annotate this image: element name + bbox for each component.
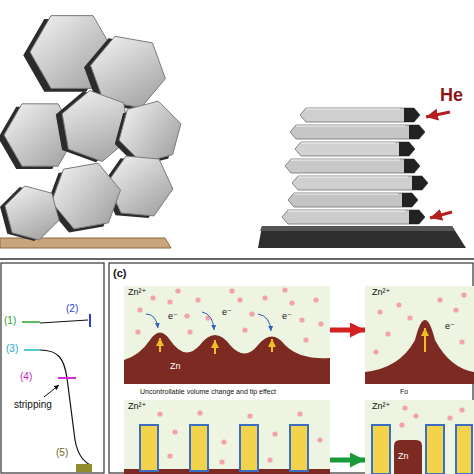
ion-label: Zn²⁺ <box>372 402 390 411</box>
electron-label: e⁻ <box>282 312 292 321</box>
callout-number: (5) <box>56 448 68 458</box>
panel-letter: (c) <box>113 268 126 279</box>
process-arrow <box>330 328 365 333</box>
callout-number: (4) <box>20 372 32 382</box>
subpanel: Zn²⁺ <box>124 400 330 474</box>
process-label: stripping <box>14 400 52 410</box>
subpanel: Zn²⁺ e⁻ Fo <box>365 286 474 398</box>
electron-label: e⁻ <box>168 312 178 321</box>
panel-caption: Uncontrollable volume change and tip eff… <box>140 388 276 395</box>
subpanel: Zn²⁺ Zn <box>365 400 474 474</box>
heading-fragment: He <box>440 86 463 104</box>
electron-label: e⁻ <box>222 308 232 317</box>
process-arrow <box>330 458 365 463</box>
metal-label: Zn <box>398 452 409 461</box>
callout-number: (3) <box>6 344 18 354</box>
metal-label: Zn <box>170 362 181 371</box>
subpanel: Zn²⁺ e⁻ e⁻ e⁻ ZnUncontrollable volume change… <box>124 286 330 398</box>
callout-number: (1) <box>4 316 16 326</box>
ion-label: Zn²⁺ <box>128 288 146 297</box>
ion-label: Zn²⁺ <box>372 288 390 297</box>
ion-label: Zn²⁺ <box>128 402 146 411</box>
electron-label: e⁻ <box>445 322 455 331</box>
panel-caption: Fo <box>400 388 408 395</box>
callout-number: (2) <box>66 304 78 314</box>
